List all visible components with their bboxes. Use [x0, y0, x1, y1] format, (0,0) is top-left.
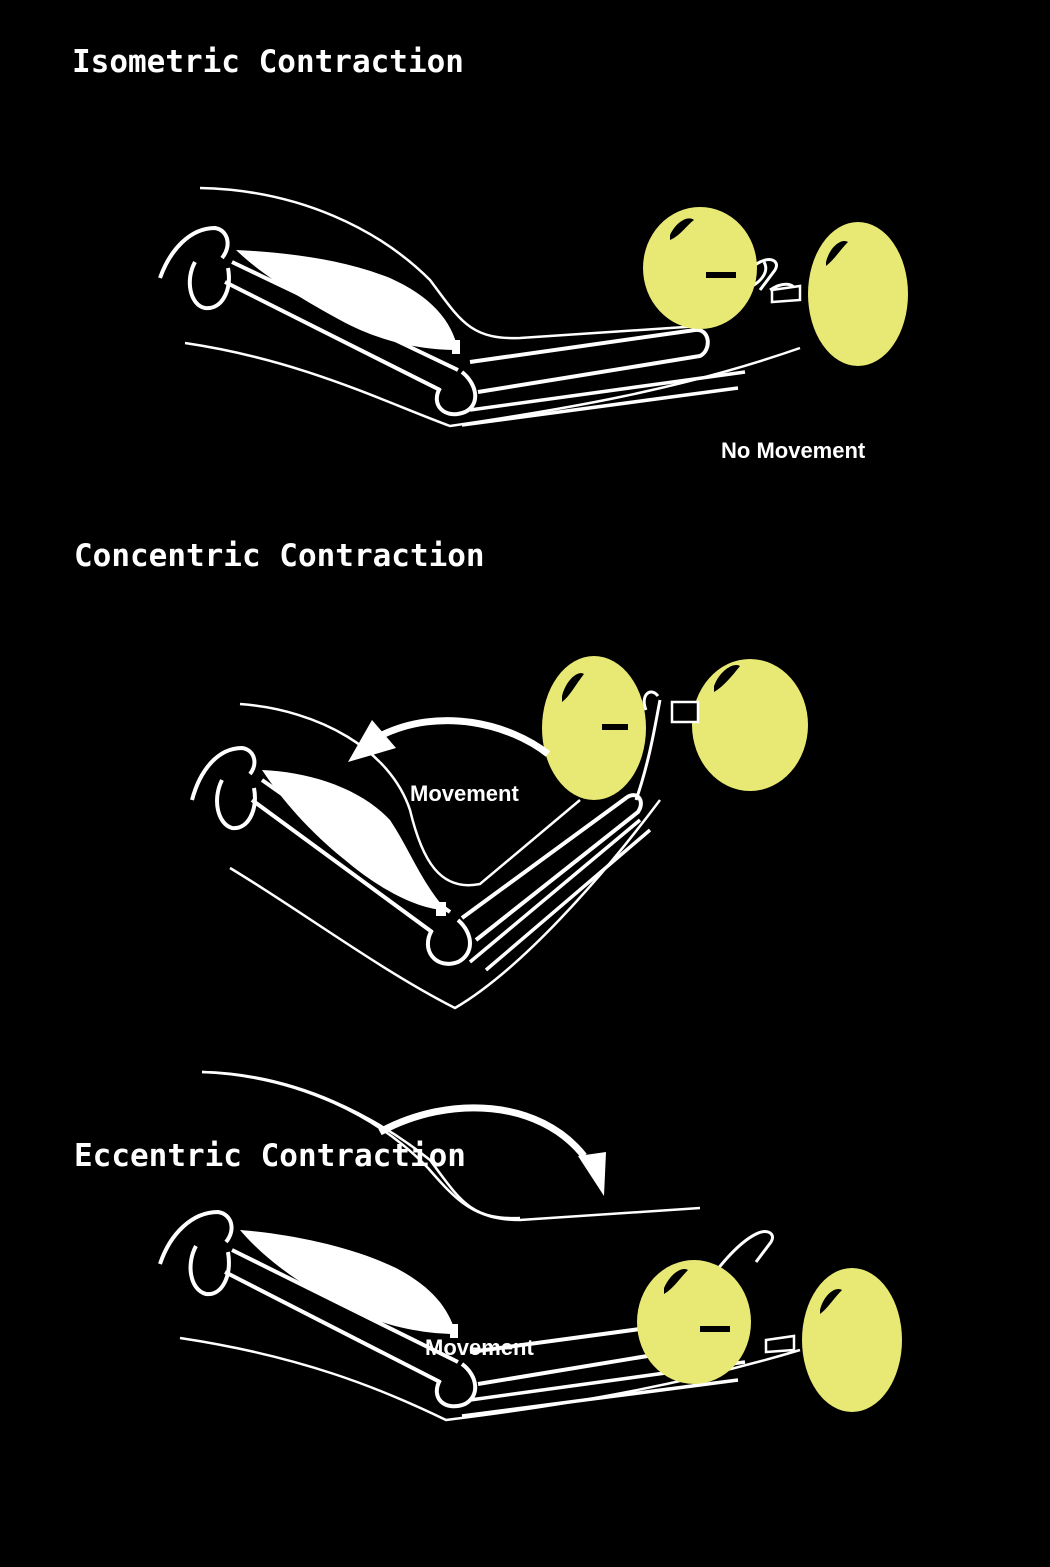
biceps-muscle [262, 770, 446, 910]
dumbbell-handle [706, 272, 736, 278]
shoulder-joint [158, 225, 230, 279]
humerus-head [215, 779, 257, 831]
dumbbell-weight-right [802, 1268, 902, 1412]
elbow-joint [425, 918, 472, 966]
biceps-tendon [452, 340, 460, 354]
dumbbell-weight-left [643, 207, 757, 329]
isometric-arm-illustration [158, 186, 908, 428]
ulna-bone [461, 370, 746, 427]
no-movement-label: No Movement [721, 438, 866, 463]
underarm-outline [184, 341, 801, 428]
elbow-joint [434, 370, 478, 417]
isometric-title: Isometric Contraction [72, 44, 464, 80]
movement-label: Movement [410, 781, 519, 806]
biceps-muscle [240, 1230, 456, 1334]
biceps-muscle [236, 250, 458, 350]
dumbbell-handle [602, 724, 628, 730]
movement-arrow-head [348, 720, 396, 762]
movement-label: Movement [425, 1335, 534, 1360]
dumbbell-weight-left [637, 1260, 751, 1384]
dumbbell-highlight [562, 673, 584, 702]
humerus-head [187, 261, 231, 311]
elbow-joint [434, 1362, 478, 1409]
dumbbell-highlight [820, 1288, 842, 1314]
eccentric-panel: Eccentric Contraction Movement [0, 1060, 1050, 1567]
dumbbell-grip [670, 700, 700, 724]
shoulder-joint [158, 1209, 234, 1265]
eccentric-arm-illustration [158, 1070, 902, 1422]
dumbbell-weight-right [692, 659, 808, 791]
concentric-panel: Concentric Contraction Movement [0, 500, 1050, 1060]
dumbbell-highlight [714, 664, 740, 692]
dumbbell-highlight [670, 218, 694, 240]
dumbbell-grip [770, 284, 802, 304]
isometric-panel: Isometric Contraction No Movement [0, 0, 1050, 500]
upper-arm-outline [239, 702, 581, 887]
shoulder-joint [190, 745, 257, 801]
hand [634, 690, 662, 801]
upper-arm-outline [201, 1070, 701, 1222]
dumbbell-grip [764, 1334, 796, 1354]
ulna-bone [468, 818, 652, 972]
movement-arrow-head [578, 1152, 606, 1196]
dumbbell-handle [700, 1326, 730, 1332]
dumbbell-highlight [826, 240, 848, 266]
movement-arrow-curve [378, 1104, 587, 1159]
radius-bone [460, 793, 643, 942]
dumbbell-weight-left [542, 656, 646, 800]
humerus-head [188, 1245, 231, 1297]
radius-bone [469, 327, 710, 394]
dumbbell-weight-right [808, 222, 908, 366]
biceps-tendon [436, 902, 446, 916]
movement-arrow-curve [378, 717, 551, 757]
dumbbell-highlight [664, 1268, 688, 1294]
upper-arm-outline [201, 1070, 521, 1220]
concentric-arm-illustration [190, 656, 808, 1010]
concentric-title: Concentric Contraction [74, 538, 485, 574]
biceps-tendon [450, 1324, 458, 1338]
upper-arm-outline [199, 186, 701, 340]
